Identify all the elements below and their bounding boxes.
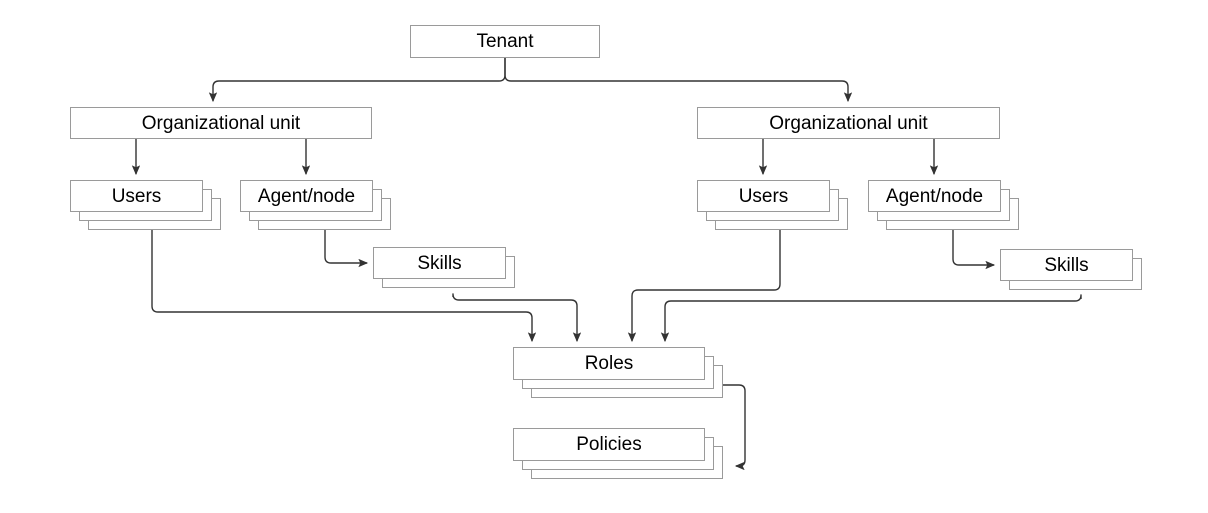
edge-agent-left-to-skills bbox=[324, 230, 369, 268]
edge-tenant-to-ou-left bbox=[208, 58, 506, 103]
node-policies-label: Policies bbox=[576, 434, 642, 455]
node-agent-left-label: Agent/node bbox=[257, 185, 356, 207]
node-skills-left-label: Skills bbox=[417, 252, 462, 274]
node-agent-right-box[interactable]: Agent/node bbox=[868, 180, 1001, 212]
node-skills-left-box[interactable]: Skills bbox=[373, 247, 506, 279]
edge-tenant-to-ou-right bbox=[504, 58, 853, 103]
node-skills-right-label: Skills bbox=[1044, 254, 1089, 276]
node-users-right-label: Users bbox=[738, 185, 789, 207]
edge-agent-right-to-skills bbox=[952, 230, 996, 270]
node-tenant-box[interactable]: Tenant bbox=[410, 25, 600, 58]
node-users-left-label: Users bbox=[111, 185, 162, 207]
node-roles-box[interactable]: Roles bbox=[513, 347, 705, 380]
node-agent-left-box[interactable]: Agent/node bbox=[240, 180, 373, 212]
edge-users-right-to-roles bbox=[627, 230, 781, 343]
node-ou-right-box[interactable]: Organizational unit bbox=[697, 107, 1000, 139]
node-agent-right-label: Agent/node bbox=[885, 185, 984, 207]
node-skills-right-box[interactable]: Skills bbox=[1000, 249, 1133, 281]
node-users-left-box[interactable]: Users bbox=[70, 180, 203, 212]
node-users-right-box[interactable]: Users bbox=[697, 180, 830, 212]
node-ou-left-label: Organizational unit bbox=[141, 112, 301, 134]
node-ou-right-label: Organizational unit bbox=[769, 112, 928, 134]
node-policies-box[interactable]: Policies bbox=[513, 428, 705, 461]
edge-roles-to-policies bbox=[723, 384, 746, 471]
edge-skills-right-to-roles bbox=[660, 294, 1082, 343]
node-ou-left-box[interactable]: Organizational unit bbox=[70, 107, 372, 139]
node-roles-label: Roles bbox=[584, 353, 634, 374]
edge-skills-left-to-roles bbox=[452, 293, 582, 343]
node-tenant-label: Tenant bbox=[476, 31, 534, 52]
